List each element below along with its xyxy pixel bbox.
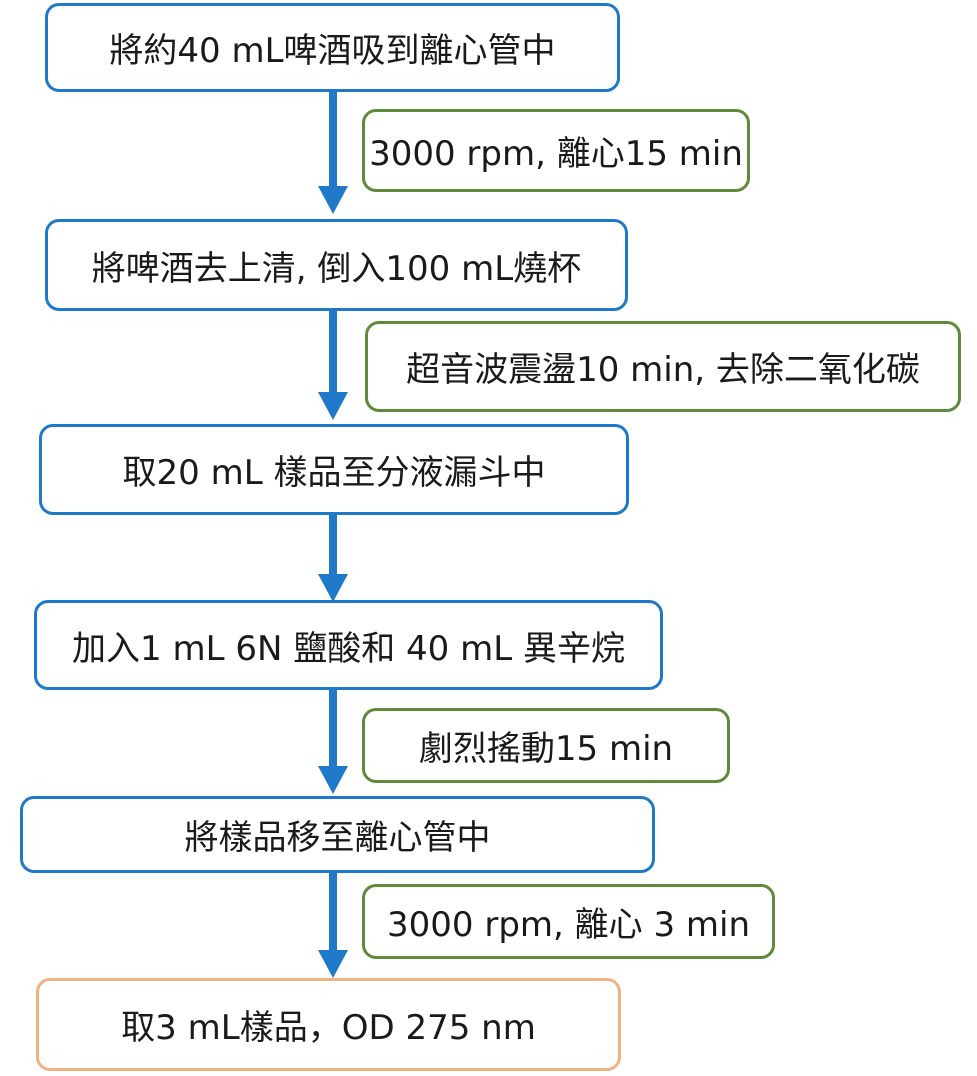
condition-4-box: 3000 rpm, 離心 3 min	[362, 884, 775, 959]
step-2-box: 將啤酒去上清, 倒入100 mL燒杯	[45, 219, 628, 311]
condition-4-label: 3000 rpm, 離心 3 min	[387, 905, 750, 945]
step-1-box: 將約40 mL啤酒吸到離心管中	[45, 3, 620, 92]
step-1-label: 將約40 mL啤酒吸到離心管中	[109, 31, 556, 71]
arrow-2-head	[318, 392, 348, 420]
step-4-label: 加入1 mL 6N 鹽酸和 40 mL 異辛烷	[72, 628, 625, 669]
condition-3-box: 劇烈搖動15 min	[362, 708, 730, 783]
arrow-4-head	[318, 766, 348, 794]
condition-1-label: 3000 rpm, 離心15 min	[369, 134, 743, 174]
step-3-label: 取20 mL 樣品至分液漏斗中	[122, 453, 546, 493]
condition-1-box: 3000 rpm, 離心15 min	[362, 109, 750, 192]
condition-2-label: 超音波震盪10 min, 去除二氧化碳	[406, 350, 920, 390]
condition-2-box: 超音波震盪10 min, 去除二氧化碳	[365, 321, 961, 412]
step-4-box: 加入1 mL 6N 鹽酸和 40 mL 異辛烷	[34, 600, 663, 690]
condition-3-label: 劇烈搖動15 min	[418, 729, 674, 769]
step-5-box: 將樣品移至離心管中	[20, 796, 655, 873]
step-3-box: 取20 mL 樣品至分液漏斗中	[39, 424, 629, 515]
step-6-label: 取3 mL樣品，OD 275 nm	[121, 1008, 536, 1048]
arrow-3-head	[318, 574, 348, 602]
arrow-1-head	[318, 186, 348, 214]
step-6-box: 取3 mL樣品，OD 275 nm	[36, 978, 621, 1071]
step-5-label: 將樣品移至離心管中	[184, 818, 491, 858]
step-2-label: 將啤酒去上清, 倒入100 mL燒杯	[91, 248, 582, 289]
arrow-5-head	[318, 950, 348, 978]
